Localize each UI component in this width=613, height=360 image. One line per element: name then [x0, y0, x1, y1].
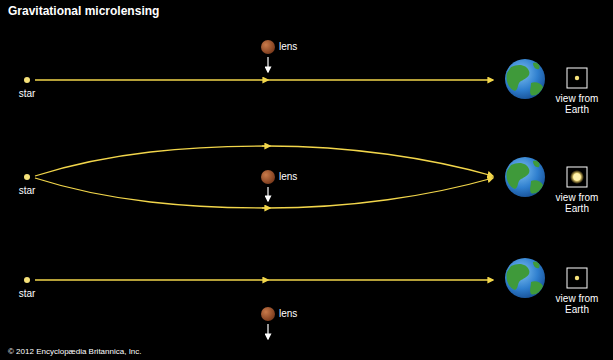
view-box — [567, 167, 587, 187]
copyright-note: © 2012 Encyclopædia Britannica, Inc. — [8, 347, 142, 356]
star-label: star — [19, 185, 36, 196]
star-label: star — [19, 88, 36, 99]
motion-arrow — [267, 57, 268, 72]
star-label: star — [19, 288, 36, 299]
lens-label: lens — [279, 171, 297, 182]
view-label: view from Earth — [555, 93, 599, 115]
star-dot — [24, 77, 30, 83]
lens-label: lens — [279, 308, 297, 319]
motion-arrow — [267, 324, 268, 339]
lens-label: lens — [279, 41, 297, 52]
view-label: view from Earth — [555, 293, 599, 315]
star-dot — [24, 277, 30, 283]
motion-arrow — [267, 187, 268, 201]
diagram-title: Gravitational microlensing — [8, 4, 159, 18]
view-star — [575, 276, 579, 280]
view-star — [575, 76, 579, 80]
view-star-bright — [570, 170, 584, 184]
star-dot — [24, 174, 30, 180]
lens-body — [261, 170, 275, 184]
lens-body — [261, 307, 275, 321]
view-label: view from Earth — [555, 192, 599, 214]
view-box — [567, 68, 587, 88]
light-ray — [35, 279, 493, 280]
view-box — [567, 268, 587, 288]
lens-body — [261, 40, 275, 54]
light-ray — [35, 79, 493, 80]
